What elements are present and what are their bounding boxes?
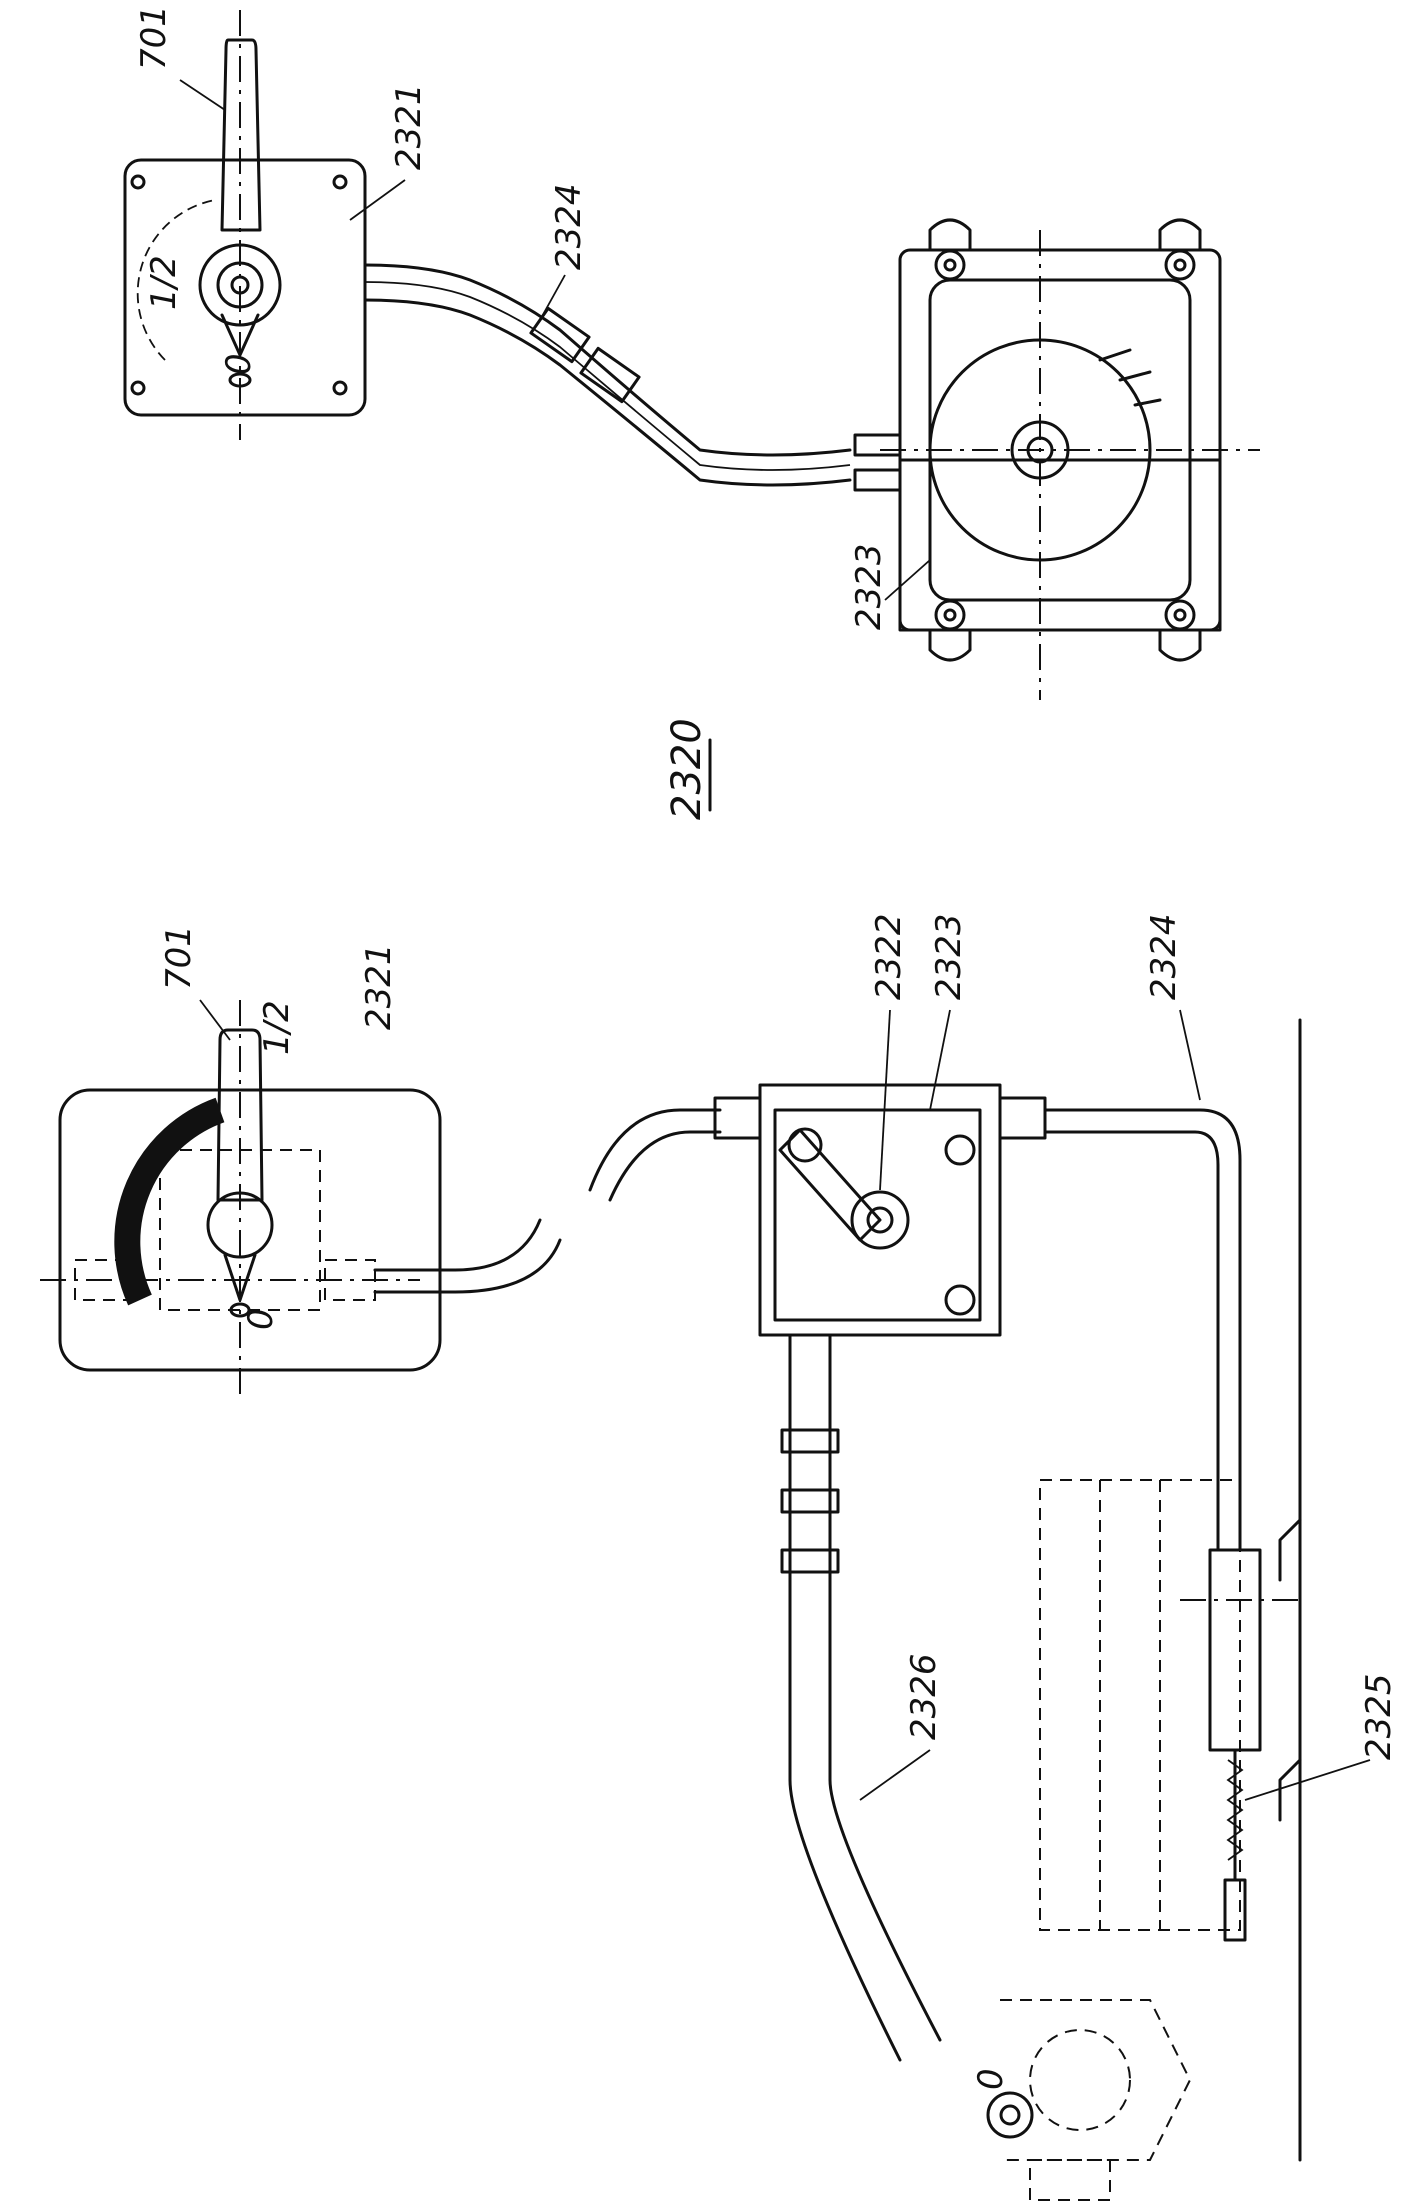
housing-top (898, 248, 1222, 632)
label-housing-top: 2323 (849, 543, 889, 630)
label-spring-rod: 2325 (1359, 1673, 1399, 1760)
pivot-arm (778, 1128, 882, 1242)
mark-zero-rod: 0 (971, 2068, 1011, 2090)
mark-half-top: 1/2 (144, 255, 184, 310)
mark-zero-bottom: 0 (241, 1308, 281, 1330)
drum (1039, 1479, 1241, 1931)
label-cable-bottom: 2324 (1144, 913, 1184, 1000)
control-box-top (123, 158, 367, 417)
control-box-bottom (58, 1088, 442, 1372)
label-pivot: 2322 (869, 913, 909, 1000)
bottom-view-assembly (40, 1000, 1302, 2201)
label-box-top: 2321 (389, 83, 429, 170)
lever-top (220, 38, 262, 232)
figure-title: 2320 (664, 718, 710, 820)
rod (788, 1333, 902, 2062)
scale-arc-bottom (114, 1097, 225, 1306)
cable-top (363, 263, 852, 457)
pivot (850, 1190, 910, 1250)
mark-zero-top: 0 (219, 353, 259, 375)
mounting-ears-top (928, 218, 1202, 662)
labels: 2320 701 2321 2324 2323 701 2321 2322 23… (134, 5, 1399, 2090)
label-housing-bottom: 2323 (929, 913, 969, 1000)
cable-bottom (1043, 1108, 1242, 1552)
label-cable-top: 2324 (549, 183, 589, 270)
label-rod: 2326 (904, 1653, 944, 1740)
label-lever-bottom: 701 (159, 925, 199, 990)
housing-bottom (758, 1083, 1002, 1337)
lever-hub-top (198, 243, 282, 327)
label-box-bottom: 2321 (359, 943, 399, 1030)
label-lever-top: 701 (134, 5, 174, 70)
mark-half-bottom: 1/2 (257, 1000, 297, 1055)
top-view-assembly (123, 10, 1260, 700)
